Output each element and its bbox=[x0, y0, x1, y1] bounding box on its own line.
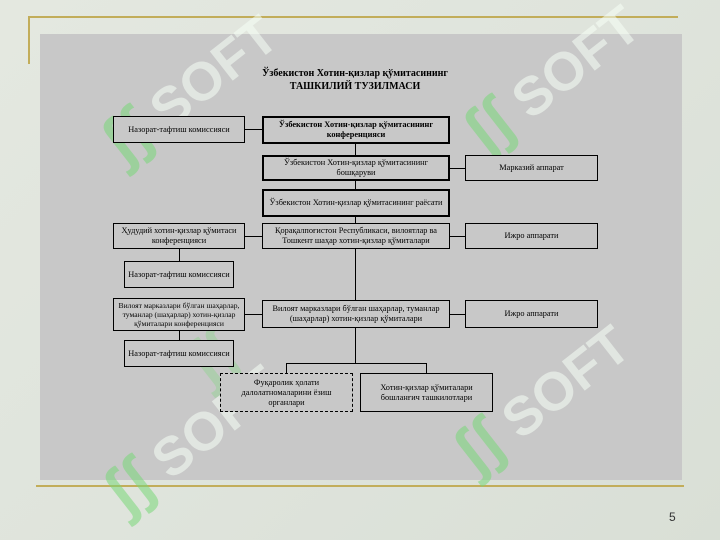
connector-left-upper bbox=[245, 236, 263, 237]
box-district-committees: Вилоят марказлари бўлган шаҳарлар, туман… bbox=[262, 300, 450, 328]
box-primary-organizations: Хотин-қизлар қўмиталари бошланғич ташкил… bbox=[360, 373, 493, 412]
title-line-1: Ўзбекистон Хотин-қизлар қўмитасининг bbox=[262, 68, 448, 79]
connector-left-stem-upper bbox=[179, 249, 180, 261]
connector-right-upper bbox=[450, 236, 465, 237]
connector-bottom-left-stem bbox=[286, 363, 287, 373]
box-executive-apparatus-1: Ижро аппарати bbox=[465, 223, 598, 249]
title-line-2: ТАШКИЛИЙ ТУЗИЛМАСИ bbox=[289, 81, 421, 92]
diagram-title: Ўзбекистон Хотин-қизлар қўмитасининг ТАШ… bbox=[200, 67, 510, 93]
connector-bottom-horizontal bbox=[286, 363, 427, 364]
box-republic-committees: Қорақалпоғистон Республикаси, вилоятлар … bbox=[262, 223, 450, 249]
box-chair: Ўзбекистон Хотин-қизлар қўмитасининг раё… bbox=[262, 189, 450, 217]
box-board: Ўзбекистон Хотин-қизлар қўмитасининг бош… bbox=[262, 155, 450, 181]
connector-right-middle bbox=[450, 314, 465, 315]
box-central-apparatus: Марказий аппарат bbox=[465, 155, 598, 181]
connector-left-stem-lower bbox=[179, 331, 180, 340]
box-regional-conference: Ҳудудий хотин-қизлар қўмитаси конференци… bbox=[113, 223, 245, 249]
frame-bottom-line bbox=[36, 485, 684, 487]
connector-spine-lower bbox=[355, 249, 356, 300]
frame-top-line bbox=[28, 16, 678, 18]
connector-left-middle bbox=[245, 314, 263, 315]
box-audit-commission-top: Назорат-тафтиш комиссияси bbox=[113, 116, 245, 143]
box-citizen-bodies: Фуқаролик ҳолати далолатномаларини ёзиш … bbox=[220, 373, 353, 412]
connector-spine-bottom bbox=[355, 328, 356, 363]
frame-left-line bbox=[28, 16, 30, 64]
connector-board-central bbox=[450, 168, 465, 169]
box-executive-apparatus-2: Ижро аппарати bbox=[465, 300, 598, 328]
page-number: 5 bbox=[669, 510, 676, 524]
box-audit-commission-2: Назорат-тафтиш комиссияси bbox=[124, 261, 234, 288]
connector-bottom-right-stem bbox=[426, 363, 427, 373]
connector-top-horizontal bbox=[245, 129, 263, 130]
box-district-conference: Вилоят марказлари бўлган шаҳарлар, туман… bbox=[113, 298, 245, 331]
box-audit-commission-3: Назорат-тафтиш комиссияси bbox=[124, 340, 234, 367]
box-conference: Ўзбекистон Хотин-қизлар қўмитасининг кон… bbox=[262, 116, 450, 144]
